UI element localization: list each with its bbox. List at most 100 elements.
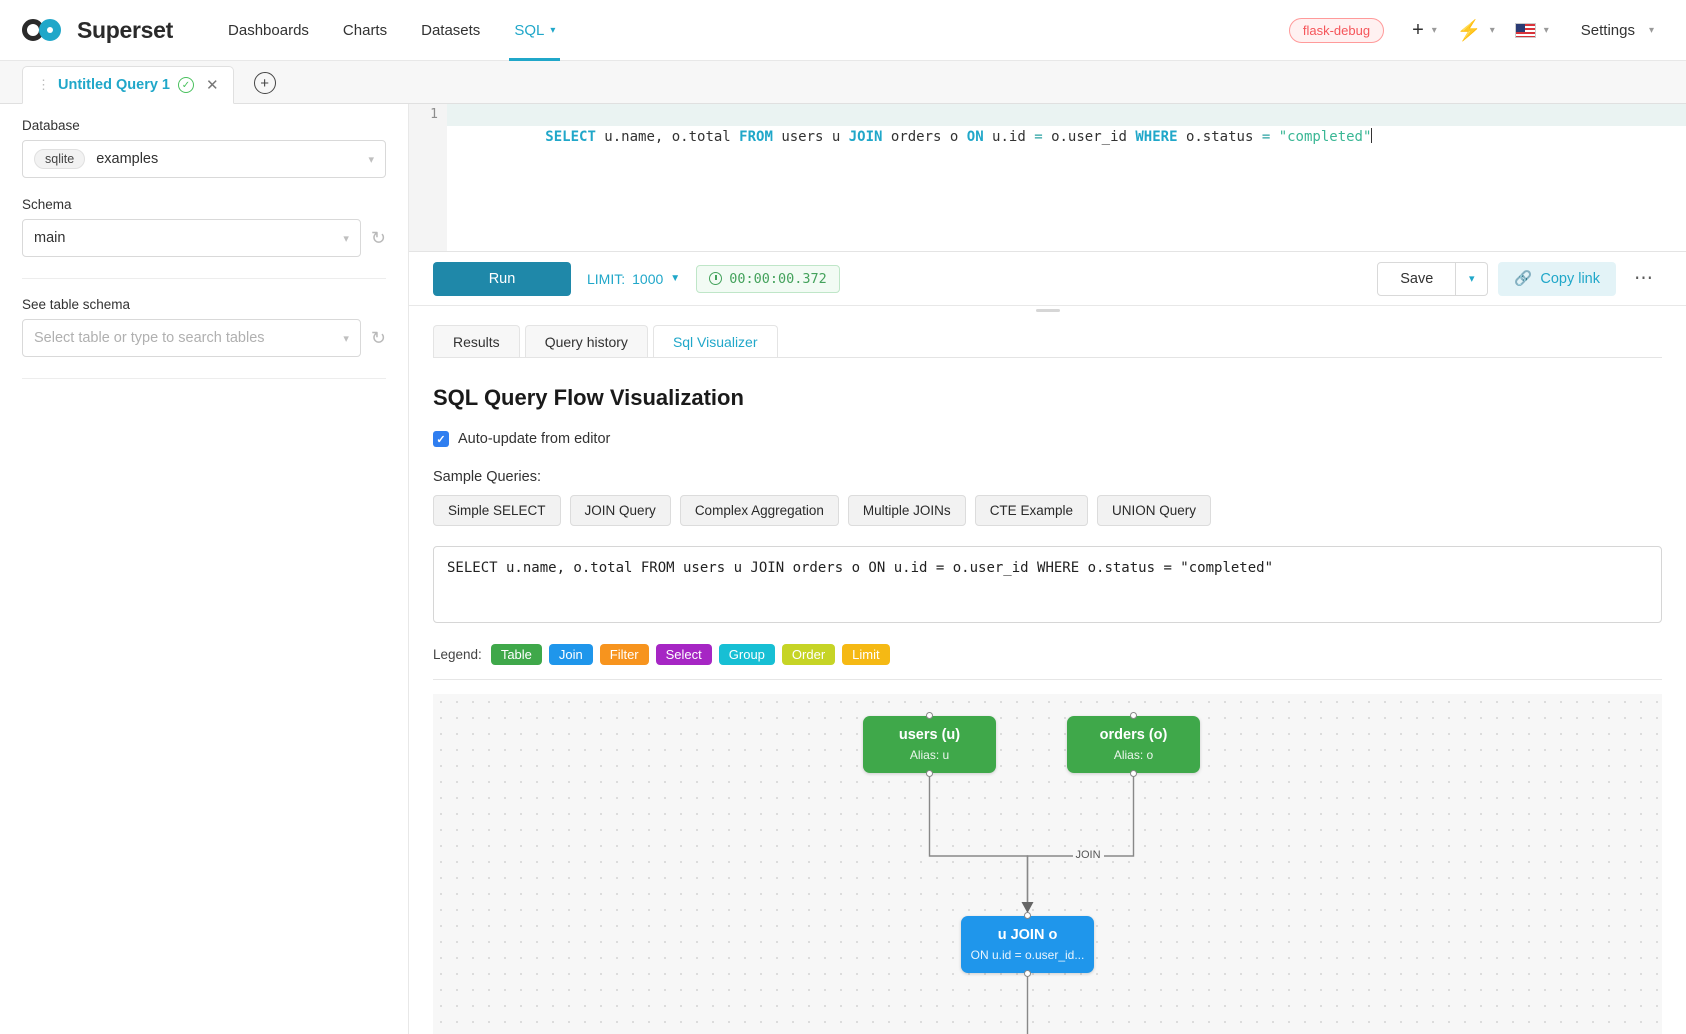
sample-query-button-4[interactable]: CTE Example xyxy=(974,495,1088,526)
chevron-down-icon: ▾ xyxy=(1489,24,1495,36)
language-selector[interactable]: ▾ xyxy=(1505,22,1559,38)
node-subtitle: Alias: o xyxy=(1113,748,1154,762)
legend-chip-limit: Limit xyxy=(842,644,890,665)
schema-label: Schema xyxy=(22,197,72,212)
top-navigation-bar: Superset Dashboards Charts Datasets SQL … xyxy=(0,0,1686,61)
save-dropdown-toggle[interactable]: ▾ xyxy=(1456,261,1489,296)
node-title: u JOIN o xyxy=(997,927,1058,943)
left-query-panel: Database sqlite examples ▾ Schema main ▾… xyxy=(0,104,409,1034)
settings-menu[interactable]: Settings ▾ xyxy=(1559,22,1664,39)
drag-handle-icon[interactable]: ⋮ xyxy=(37,77,50,92)
tab-label: Results xyxy=(453,334,500,350)
copy-link-button[interactable]: 🔗 Copy link xyxy=(1498,261,1616,296)
superset-logo[interactable]: Superset xyxy=(22,17,173,44)
node-handle-top[interactable] xyxy=(1023,912,1031,919)
sample-query-button-5[interactable]: UNION Query xyxy=(1096,495,1211,526)
nav-label: Charts xyxy=(342,21,388,39)
auto-update-checkbox[interactable]: ✓ xyxy=(433,431,449,447)
nav-item-sql[interactable]: SQL ▾ xyxy=(497,0,572,61)
legend-chip-table: Table xyxy=(490,644,542,665)
sql-code-line[interactable]: SELECT u.name, o.total FROM users u JOIN… xyxy=(447,104,1686,145)
editor-line-1: 1 SELECT u.name, o.total FROM users u JO… xyxy=(409,104,1686,145)
node-title: orders (o) xyxy=(1099,727,1168,743)
page-title: SQL Query Flow Visualization xyxy=(433,385,744,410)
node-title: users (u) xyxy=(898,727,961,743)
check-circle-icon: ✓ xyxy=(178,77,194,93)
graph-node-join[interactable]: u JOIN o ON u.id = o.user_id... xyxy=(961,912,1094,977)
tab-results[interactable]: Results xyxy=(433,325,520,358)
save-button[interactable]: Save xyxy=(1377,261,1457,296)
add-tab-icon[interactable]: + xyxy=(253,72,276,94)
chevron-down-icon: ▾ xyxy=(1648,24,1654,36)
edge-arrow-icon xyxy=(1021,902,1034,913)
save-button-group: Save ▾ xyxy=(1377,261,1489,296)
database-select[interactable]: sqlite examples ▾ xyxy=(22,140,386,178)
query-flow-canvas[interactable]: users (u) Alias: u orders (o) Alias: o u JOI… xyxy=(433,694,1662,1034)
node-subtitle: Alias: u xyxy=(909,748,950,762)
nav-right-group: flask-debug + ▾ ⚡ ▾ ▾ Settings ▾ xyxy=(1288,17,1664,43)
right-editor-panel: 1 SELECT u.name, o.total FROM users u JO… xyxy=(409,104,1686,1034)
sql-input-textarea[interactable] xyxy=(433,546,1662,623)
legend-label: Legend: xyxy=(433,647,482,662)
chevron-down-icon: ▼ xyxy=(670,273,681,284)
lightning-bolt-icon: ⚡ xyxy=(1456,19,1482,42)
node-handle-top[interactable] xyxy=(1129,712,1137,719)
database-label: Database xyxy=(22,118,80,133)
sample-query-button-3[interactable]: Multiple JOINs xyxy=(847,495,966,526)
node-handle-bottom[interactable] xyxy=(925,770,933,777)
editor-empty-area[interactable] xyxy=(409,126,1686,251)
tab-sql-visualizer[interactable]: Sql Visualizer xyxy=(652,325,778,359)
panel-resize-handle[interactable] xyxy=(409,306,1686,315)
legend-chip-filter: Filter xyxy=(599,644,649,665)
nav-item-charts[interactable]: Charts xyxy=(326,0,404,60)
nav-item-dashboards[interactable]: Dashboards xyxy=(211,0,326,60)
table-schema-label: See table schema xyxy=(22,297,131,312)
result-tabs: Results Query history Sql Visualizer xyxy=(409,315,1686,359)
gutter-empty xyxy=(409,126,447,251)
nav-label: Dashboards xyxy=(228,21,309,39)
database-engine-pill: sqlite xyxy=(34,149,86,169)
legend-chip-order: Order xyxy=(781,644,836,665)
node-handle-bottom[interactable] xyxy=(1129,770,1137,777)
legend-chip-join: Join xyxy=(548,644,593,665)
close-icon[interactable]: ✕ xyxy=(206,77,219,94)
more-options-icon[interactable]: ⋯ xyxy=(1634,268,1654,289)
auto-update-checkbox-row[interactable]: ✓ Auto-update from editor xyxy=(433,431,1662,447)
us-flag-icon xyxy=(1514,22,1536,38)
node-handle-bottom[interactable] xyxy=(1023,970,1031,977)
main-body: Database sqlite examples ▾ Schema main ▾… xyxy=(0,104,1686,1034)
graph-node-users[interactable]: users (u) Alias: u xyxy=(863,712,996,777)
copy-link-label: Copy link xyxy=(1540,270,1600,287)
node-subtitle: ON u.id = o.user_id... xyxy=(970,948,1085,962)
settings-label: Settings xyxy=(1580,21,1635,39)
new-item-button[interactable]: + ▾ xyxy=(1402,19,1447,42)
limit-dropdown[interactable]: LIMIT: 1000 ▼ xyxy=(587,271,680,287)
tab-query-history[interactable]: Query history xyxy=(524,325,648,358)
text-cursor xyxy=(1371,128,1373,143)
table-schema-select[interactable]: Select table or type to search tables ▾ xyxy=(22,319,361,357)
chevron-down-icon: ▾ xyxy=(550,24,556,36)
query-timer-badge: 00:00:00.372 xyxy=(696,264,840,293)
sample-query-button-1[interactable]: JOIN Query xyxy=(569,495,671,526)
schema-select[interactable]: main ▾ xyxy=(22,219,361,257)
sql-editor[interactable]: 1 SELECT u.name, o.total FROM users u JO… xyxy=(409,104,1686,252)
query-tab-untitled-query-1[interactable]: ⋮ Untitled Query 1 ✓ ✕ xyxy=(22,66,234,104)
panel-divider xyxy=(22,378,386,379)
sample-query-buttons: Simple SELECT JOIN Query Complex Aggregati… xyxy=(433,495,1662,526)
line-number: 1 xyxy=(409,104,447,126)
nav-item-datasets[interactable]: Datasets xyxy=(404,0,497,60)
legend-divider xyxy=(433,679,1662,680)
query-tab-label: Untitled Query 1 xyxy=(58,77,170,93)
refresh-icon[interactable]: ↻ xyxy=(370,228,386,248)
sample-query-button-2[interactable]: Complex Aggregation xyxy=(679,495,839,526)
toolbar-right-group: Save ▾ 🔗 Copy link ⋯ xyxy=(1377,261,1662,296)
legend-chip-select: Select xyxy=(655,644,712,665)
panel-divider xyxy=(22,278,386,279)
sample-query-button-0[interactable]: Simple SELECT xyxy=(433,495,561,526)
refresh-icon[interactable]: ↻ xyxy=(370,328,386,348)
flask-debug-badge[interactable]: flask-debug xyxy=(1288,17,1385,43)
node-handle-top[interactable] xyxy=(925,712,933,719)
run-button[interactable]: Run xyxy=(433,261,571,296)
quick-actions-button[interactable]: ⚡ ▾ xyxy=(1447,18,1505,43)
graph-node-orders[interactable]: orders (o) Alias: o xyxy=(1067,712,1200,777)
